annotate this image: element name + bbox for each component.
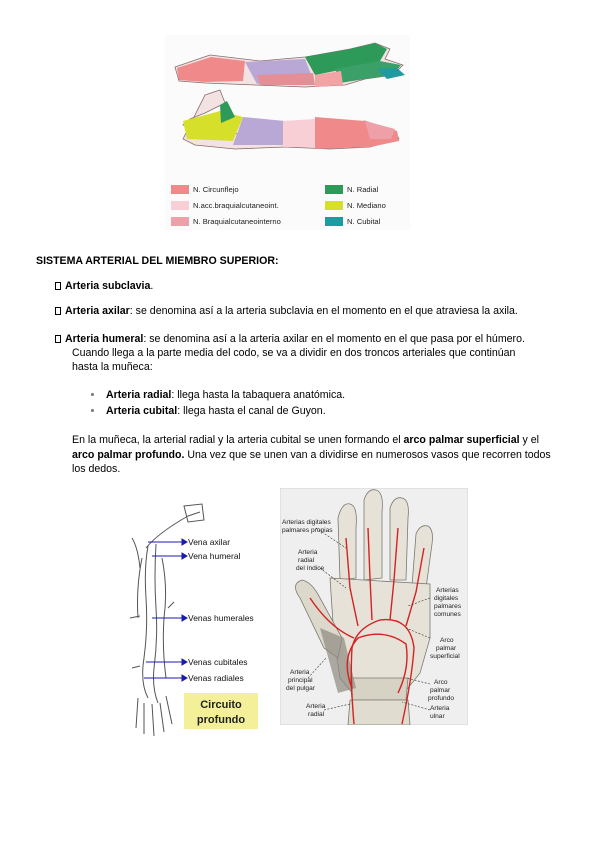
- vein-label-humerales: Venas humerales: [188, 613, 254, 623]
- checkbox-bullet-icon: [55, 307, 61, 315]
- label-principal-pulgar-1: Arteria: [290, 669, 310, 676]
- label-arco-sup-2: palmar: [436, 645, 457, 652]
- label-arteria-radial-1: Arteria: [306, 703, 326, 710]
- paragraph-line2: arco palmar profundo. Una vez que se une…: [72, 448, 551, 462]
- arm-lower-illustration: [182, 89, 400, 150]
- subitem-radial-term: Arteria radial: [106, 389, 172, 401]
- legend-label-braquial-interno: N. Braquialcutaneointerno: [193, 217, 281, 226]
- thumb-muscle-shade: [320, 628, 356, 693]
- legend-label-acc-braquial: N.acc.braquialcutaneoint.: [193, 201, 279, 210]
- legend-label-radial: N. Radial: [347, 185, 379, 194]
- label-principal-pulgar-3: del pulgar: [286, 685, 316, 692]
- circuito-profundo-box: [184, 693, 258, 729]
- item-subclavia-rest: .: [150, 280, 154, 292]
- item-humeral-rest: : se denomina así a la arteria axilar en…: [143, 333, 525, 345]
- vein-pointer-arrows: [144, 538, 188, 682]
- item-subclavia-term: Arteria subclavia: [65, 280, 151, 292]
- item-subclavia: Arteria subclavia.: [55, 279, 153, 293]
- item-humeral-line2: Cuando llega a la parte media del codo, …: [72, 347, 516, 359]
- item-humeral-line3: hasta la muñeca:: [72, 361, 153, 373]
- vein-label-humeral: Vena humeral: [188, 551, 241, 561]
- label-digitales-propias-1: Arterias digitales: [282, 519, 331, 526]
- label-digitales-propias-2: palmares propias: [282, 527, 333, 534]
- label-leader-lines: [307, 527, 431, 711]
- subitem-cubital-rest: : llega hasta el canal de Guyon.: [177, 405, 326, 417]
- section-title: SISTEMA ARTERIAL DEL MIEMBRO SUPERIOR:: [36, 255, 279, 267]
- circuito-label-line1: Circuito: [200, 699, 242, 711]
- legend-swatch-cubital: [325, 217, 343, 226]
- paragraph-text-2: y el: [519, 434, 539, 446]
- subitem-radial: Arteria radial: llega hasta la tabaquera…: [91, 388, 345, 402]
- paragraph-bold-2: arco palmar profundo.: [72, 449, 185, 461]
- dot-bullet-icon: [91, 393, 94, 396]
- vein-label-axilar: Vena axilar: [188, 537, 230, 547]
- label-principal-pulgar-2: principal: [288, 677, 313, 684]
- legend-swatch-radial: [325, 185, 343, 194]
- label-arteria-radial-2: radial: [308, 711, 325, 718]
- label-digitales-comunes-1: Arterias: [436, 587, 459, 594]
- legend-label-mediano: N. Mediano: [347, 201, 386, 210]
- veins-figure: Vena axilar Vena humeral Venas humerales…: [118, 498, 266, 743]
- subitem-radial-rest: : llega hasta la tabaquera anatómica.: [171, 389, 346, 401]
- paragraph-line3: los dedos.: [72, 463, 121, 475]
- legend-swatch-braquial-interno: [171, 217, 189, 226]
- legend-label-cubital: N. Cubital: [347, 217, 381, 226]
- item-axilar: Arteria axilar: se denomina así a la art…: [55, 304, 518, 318]
- item-humeral-term: Arteria humeral: [65, 333, 144, 345]
- item-humeral: Arteria humeral: se denomina así a la ar…: [55, 332, 525, 346]
- vein-label-cubitales: Venas cubitales: [188, 657, 248, 667]
- hand-arteries-figure: Arterias digitales palmares propias Arte…: [280, 488, 468, 725]
- nerve-legend: N. Circunflejo N.acc.braquialcutaneoint.…: [171, 185, 386, 226]
- label-arco-prof-3: profundo: [428, 695, 454, 702]
- label-digitales-comunes-2: digitales: [434, 595, 459, 602]
- legend-swatch-mediano: [325, 201, 343, 210]
- dot-bullet-icon: [91, 409, 94, 412]
- paragraph-text-1: En la muñeca, la arterial radial y la ar…: [72, 434, 404, 446]
- legend-swatch-circunflejo: [171, 185, 189, 194]
- label-digitales-comunes-4: comunes: [434, 611, 461, 618]
- legend-label-circunflejo: N. Circunflejo: [193, 185, 239, 194]
- paragraph-line1: En la muñeca, la arterial radial y la ar…: [72, 433, 539, 447]
- label-arco-sup-3: superficial: [430, 653, 460, 660]
- subitem-cubital-term: Arteria cubital: [106, 405, 178, 417]
- subitem-cubital: Arteria cubital: llega hasta el canal de…: [91, 404, 326, 418]
- item-axilar-rest: : se denomina así a la arteria subclavia…: [129, 305, 518, 317]
- label-arteria-ulnar-2: ulnar: [430, 713, 445, 720]
- checkbox-bullet-icon: [55, 282, 61, 290]
- label-arco-prof-2: palmar: [430, 687, 451, 694]
- paragraph-bold-1: arco palmar superficial: [403, 434, 520, 446]
- arteries-illustration: [309, 527, 425, 725]
- legend-swatch-acc-braquial: [171, 201, 189, 210]
- label-digitales-comunes-3: palmares: [434, 603, 462, 610]
- label-arco-sup-1: Arco: [440, 637, 454, 644]
- paragraph-text-3: Una vez que se unen van a dividirse en n…: [184, 449, 551, 461]
- label-radial-indice-2: radial: [298, 557, 315, 564]
- label-radial-indice-1: Arteria: [298, 549, 318, 556]
- arm-upper-illustration: [174, 42, 405, 88]
- item-axilar-term: Arteria axilar: [65, 305, 130, 317]
- arm-nerves-figure: N. Circunflejo N.acc.braquialcutaneoint.…: [165, 35, 410, 230]
- vein-label-radiales: Venas radiales: [188, 673, 244, 683]
- label-radial-indice-3: del índice: [296, 565, 325, 572]
- checkbox-bullet-icon: [55, 335, 61, 343]
- label-arteria-ulnar-1: Arteria: [430, 705, 450, 712]
- circuito-label-line2: profundo: [197, 714, 246, 726]
- label-arco-prof-1: Arco: [434, 679, 448, 686]
